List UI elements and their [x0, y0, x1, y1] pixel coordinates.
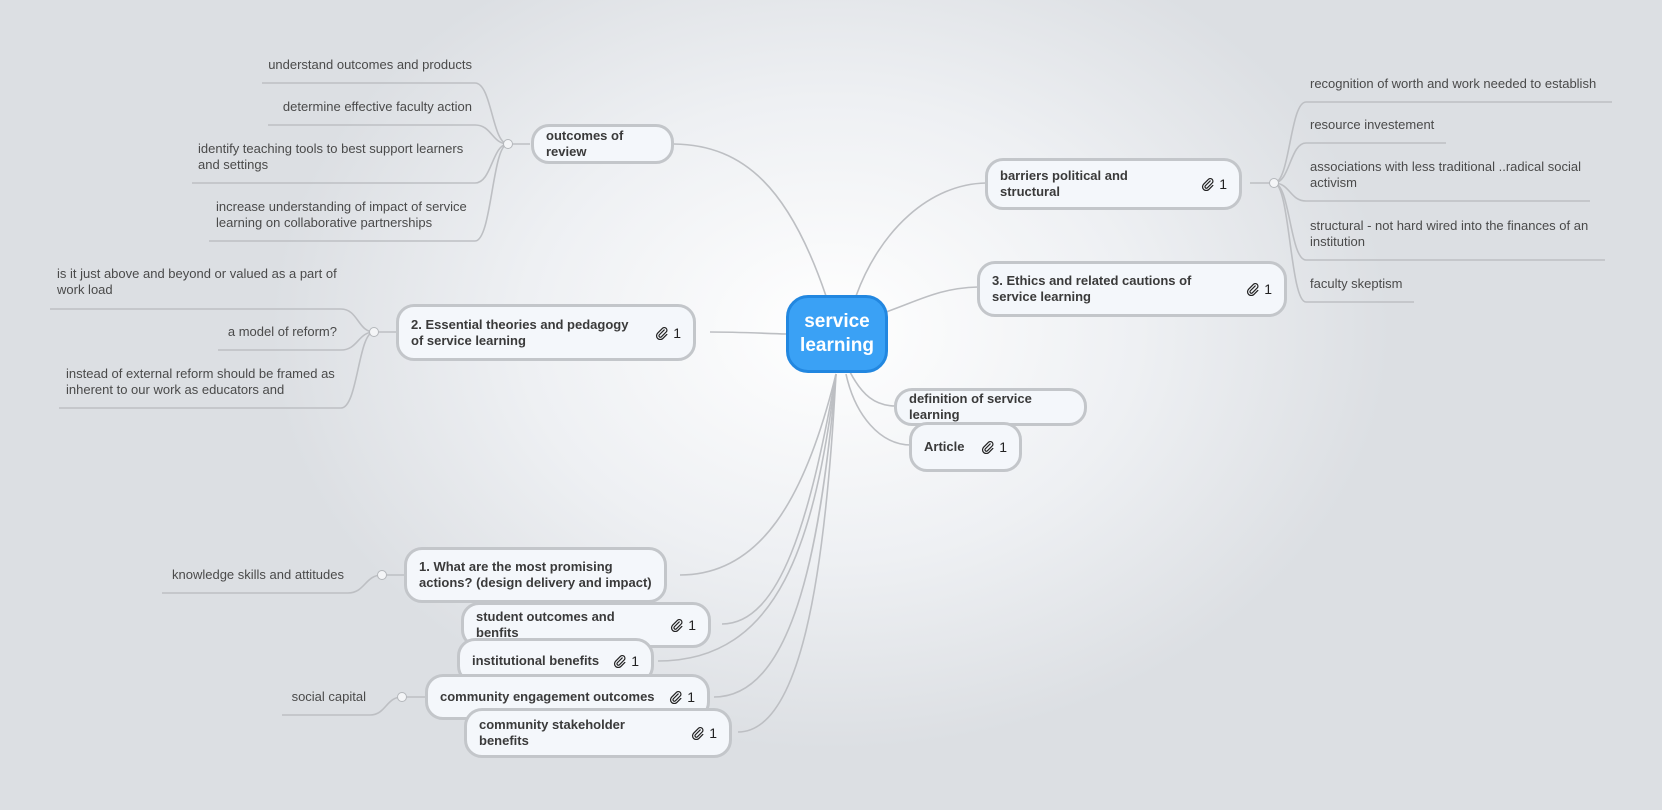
branch-label: 2. Essential theories and pedagogy of se… [411, 316, 629, 348]
link-community-eng [713, 373, 837, 698]
branch-label: 1. What are the most promising actions? … [419, 559, 652, 590]
attachment-badge[interactable]: 1 [669, 689, 695, 705]
link-institutional [657, 373, 837, 662]
branch-promising-actions[interactable]: 1. What are the most promising actions? … [404, 547, 667, 603]
paperclip-icon [671, 619, 683, 632]
attachment-badge[interactable]: 1 [670, 617, 696, 633]
leaf-outcomes-4[interactable]: increase understanding of impact of serv… [216, 199, 467, 230]
branch-label: student outcomes and benfits [476, 609, 615, 640]
branch-essential-theories[interactable]: 2. Essential theories and pedagogy of se… [396, 304, 696, 361]
paperclip-icon [692, 727, 704, 740]
attachment-badge[interactable]: 1 [1246, 281, 1272, 297]
branch-label: barriers political and structural [1000, 168, 1128, 199]
branch-ethics[interactable]: 3. Ethics and related cautions of servic… [977, 261, 1287, 317]
leaf-outcomes-1[interactable]: understand outcomes and products [268, 57, 472, 72]
root-node[interactable]: service learning [786, 295, 888, 373]
branch-outcomes-of-review[interactable]: outcomes of review [531, 124, 674, 164]
essential-collapse-icon[interactable] [369, 327, 379, 337]
attachment-count: 1 [687, 689, 695, 705]
link-definition [849, 371, 897, 407]
branch-label: Article [924, 439, 965, 454]
attachment-badge[interactable]: 1 [613, 653, 639, 669]
leaf-barriers-2[interactable]: resource investement [1310, 117, 1435, 132]
outcomes-collapse-icon[interactable] [503, 139, 513, 149]
leaf-barriers-5[interactable]: faculty skeptism [1310, 276, 1403, 291]
leaf-essential-1[interactable]: is it just above and beyond or valued as… [57, 266, 337, 297]
attachment-count: 1 [1219, 176, 1227, 192]
leaf-barriers-1[interactable]: recognition of worth and work needed to … [1310, 76, 1597, 91]
barriers-collapse-icon[interactable] [1269, 178, 1279, 188]
leaf-community-eng-1[interactable]: social capital [291, 689, 366, 704]
branch-label: outcomes of review [546, 128, 624, 159]
attachment-count: 1 [1264, 281, 1272, 297]
attachment-count: 1 [709, 725, 717, 741]
link-barriers [855, 182, 987, 297]
branch-article[interactable]: Article 1 [909, 422, 1022, 472]
leaf-barriers-4[interactable]: structural - not hard wired into the fin… [1310, 218, 1589, 249]
root-label: service learning [800, 311, 874, 356]
paperclip-icon [1247, 283, 1259, 296]
link-essential [709, 331, 787, 335]
link-actions [679, 373, 837, 576]
link-stakeholder [737, 373, 837, 733]
link-student [721, 373, 837, 625]
attachment-badge[interactable]: 1 [1201, 176, 1227, 192]
attachment-badge[interactable]: 1 [655, 325, 681, 341]
paperclip-icon [670, 691, 682, 704]
branch-barriers[interactable]: barriers political and structural 1 [985, 158, 1242, 210]
actions-collapse-icon[interactable] [377, 570, 387, 580]
leaf-outcomes-2[interactable]: determine effective faculty action [282, 99, 472, 114]
leaf-barriers-3[interactable]: associations with less traditional ..rad… [1310, 159, 1581, 190]
link-article [845, 373, 912, 446]
attachment-count: 1 [999, 439, 1007, 455]
branch-label: 3. Ethics and related cautions of servic… [992, 273, 1192, 304]
branch-label: institutional benefits [472, 653, 600, 668]
branch-label: community engagement outcomes [440, 689, 655, 704]
link-ethics [885, 286, 979, 313]
branch-stakeholder-benefits[interactable]: community stakeholder benefits 1 [464, 708, 732, 758]
attachment-count: 1 [673, 324, 681, 341]
link-outcomes [673, 143, 827, 297]
leaf-outcomes-3[interactable]: identify teaching tools to best support … [198, 141, 464, 172]
attachment-count: 1 [688, 617, 696, 633]
community-eng-collapse-icon[interactable] [397, 692, 407, 702]
branch-label: definition of service learning [909, 391, 1032, 422]
attachment-badge[interactable]: 1 [691, 725, 717, 741]
attachment-count: 1 [631, 653, 639, 669]
branch-label: community stakeholder benefits [479, 717, 625, 748]
paperclip-icon [614, 655, 626, 668]
paperclip-icon [656, 326, 668, 340]
leaf-actions-1[interactable]: knowledge skills and attitudes [172, 567, 344, 582]
paperclip-icon [1202, 178, 1214, 191]
paperclip-icon [982, 441, 994, 454]
branch-definition[interactable]: definition of service learning [894, 388, 1087, 426]
attachment-badge[interactable]: 1 [981, 439, 1007, 455]
leaf-essential-3[interactable]: instead of external reform should be fra… [66, 366, 335, 397]
leaf-essential-2[interactable]: a model of reform? [227, 324, 337, 339]
